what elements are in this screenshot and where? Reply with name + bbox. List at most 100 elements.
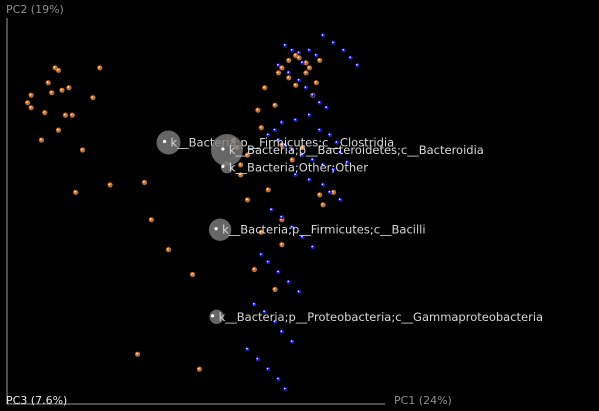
sample-point[interactable]	[290, 339, 295, 344]
sample-point[interactable]	[244, 152, 251, 158]
sample-point[interactable]	[28, 105, 34, 111]
sample-point[interactable]	[306, 65, 312, 71]
sample-point[interactable]	[328, 190, 332, 195]
sample-point[interactable]	[266, 260, 271, 265]
sample-point[interactable]	[317, 57, 323, 63]
taxon-4[interactable]: k__Bacteria;p__Proteobacteria;c__Gammapr…	[209, 309, 543, 324]
taxon-3[interactable]: k__Bacteria;p__Firmicutes;c__Bacilli	[208, 218, 426, 241]
sample-point[interactable]	[80, 147, 86, 153]
sample-point[interactable]	[258, 229, 264, 235]
sample-point[interactable]	[279, 120, 284, 125]
sample-point[interactable]	[276, 377, 281, 382]
sample-point[interactable]	[90, 95, 96, 101]
sample-point[interactable]	[304, 85, 308, 90]
sample-point[interactable]	[25, 100, 31, 106]
sample-point[interactable]	[297, 78, 302, 83]
sample-point[interactable]	[330, 189, 337, 195]
sample-point[interactable]	[107, 182, 113, 188]
sample-point[interactable]	[258, 125, 264, 131]
sample-point[interactable]	[310, 245, 315, 250]
sample-point[interactable]	[293, 118, 298, 123]
sample-point[interactable]	[255, 107, 261, 113]
sample-point[interactable]	[196, 366, 202, 372]
sample-point[interactable]	[238, 162, 244, 168]
sample-point[interactable]	[297, 50, 302, 55]
sample-point[interactable]	[296, 55, 302, 61]
sample-point[interactable]	[52, 65, 58, 71]
taxon-bubble[interactable]	[156, 130, 181, 155]
sample-point[interactable]	[321, 33, 326, 38]
taxon-bubble[interactable]	[210, 134, 243, 166]
sample-point[interactable]	[283, 387, 288, 392]
sample-point[interactable]	[245, 347, 250, 352]
sample-point[interactable]	[303, 70, 309, 76]
sample-point[interactable]	[276, 270, 281, 274]
sample-point[interactable]	[300, 60, 305, 65]
sample-point[interactable]	[273, 128, 277, 133]
sample-point[interactable]	[66, 85, 72, 91]
sample-point[interactable]	[62, 112, 68, 118]
sample-point[interactable]	[28, 92, 34, 98]
sample-point[interactable]	[272, 102, 278, 108]
sample-point[interactable]	[317, 100, 322, 105]
taxon-bubble[interactable]	[220, 161, 233, 174]
sample-point[interactable]	[307, 177, 312, 182]
sample-point[interactable]	[286, 70, 291, 75]
sample-point[interactable]	[279, 329, 284, 334]
sample-point[interactable]	[279, 142, 285, 148]
sample-point[interactable]	[272, 286, 278, 292]
sample-point[interactable]	[320, 202, 326, 208]
taxon-bubble[interactable]	[209, 309, 224, 324]
sample-point[interactable]	[59, 87, 65, 93]
sample-point[interactable]	[331, 40, 336, 45]
sample-point[interactable]	[269, 207, 274, 212]
sample-point[interactable]	[275, 70, 282, 76]
sample-point[interactable]	[299, 144, 306, 151]
taxon-2[interactable]: k__Bacteria;Other;Other	[220, 160, 368, 174]
sample-point[interactable]	[317, 128, 322, 133]
sample-point[interactable]	[307, 48, 312, 53]
sample-point[interactable]	[324, 105, 329, 110]
taxon-1[interactable]: k__Bacteria;p__Bacteroidetes;c__Bacteroi…	[210, 134, 484, 166]
sample-point[interactable]	[286, 57, 292, 63]
sample-point[interactable]	[341, 48, 346, 53]
sample-point[interactable]	[262, 85, 268, 91]
sample-point[interactable]	[355, 63, 360, 68]
sample-point[interactable]	[338, 197, 343, 202]
sample-point[interactable]	[303, 60, 309, 66]
sample-point[interactable]	[238, 172, 244, 178]
sample-point[interactable]	[255, 357, 260, 362]
sample-point[interactable]	[265, 187, 271, 193]
sample-point[interactable]	[252, 302, 257, 307]
sample-point[interactable]	[251, 266, 257, 273]
sample-point[interactable]	[55, 127, 62, 133]
sample-point[interactable]	[286, 280, 291, 284]
sample-point[interactable]	[321, 182, 326, 187]
sample-point[interactable]	[314, 53, 319, 58]
sample-point[interactable]	[317, 192, 323, 198]
sample-point[interactable]	[279, 242, 285, 248]
sample-point[interactable]	[42, 110, 48, 116]
sample-point[interactable]	[297, 289, 302, 294]
sample-point[interactable]	[148, 217, 154, 223]
sample-point[interactable]	[348, 55, 353, 60]
sample-point[interactable]	[73, 189, 79, 195]
sample-point[interactable]	[259, 252, 264, 257]
sample-point[interactable]	[190, 271, 196, 278]
sample-point[interactable]	[307, 113, 312, 118]
sample-point[interactable]	[293, 82, 299, 88]
sample-point[interactable]	[276, 63, 281, 68]
sample-point[interactable]	[244, 197, 251, 203]
sample-point[interactable]	[313, 80, 319, 86]
sample-point[interactable]	[289, 157, 295, 163]
sample-point[interactable]	[45, 80, 51, 86]
sample-point[interactable]	[135, 351, 141, 357]
sample-point[interactable]	[279, 215, 284, 220]
sample-point[interactable]	[266, 367, 271, 372]
sample-point[interactable]	[165, 247, 172, 253]
sample-point[interactable]	[283, 43, 288, 48]
sample-point[interactable]	[310, 93, 315, 98]
sample-point[interactable]	[69, 112, 75, 118]
sample-point[interactable]	[279, 65, 285, 71]
sample-point[interactable]	[290, 48, 295, 53]
